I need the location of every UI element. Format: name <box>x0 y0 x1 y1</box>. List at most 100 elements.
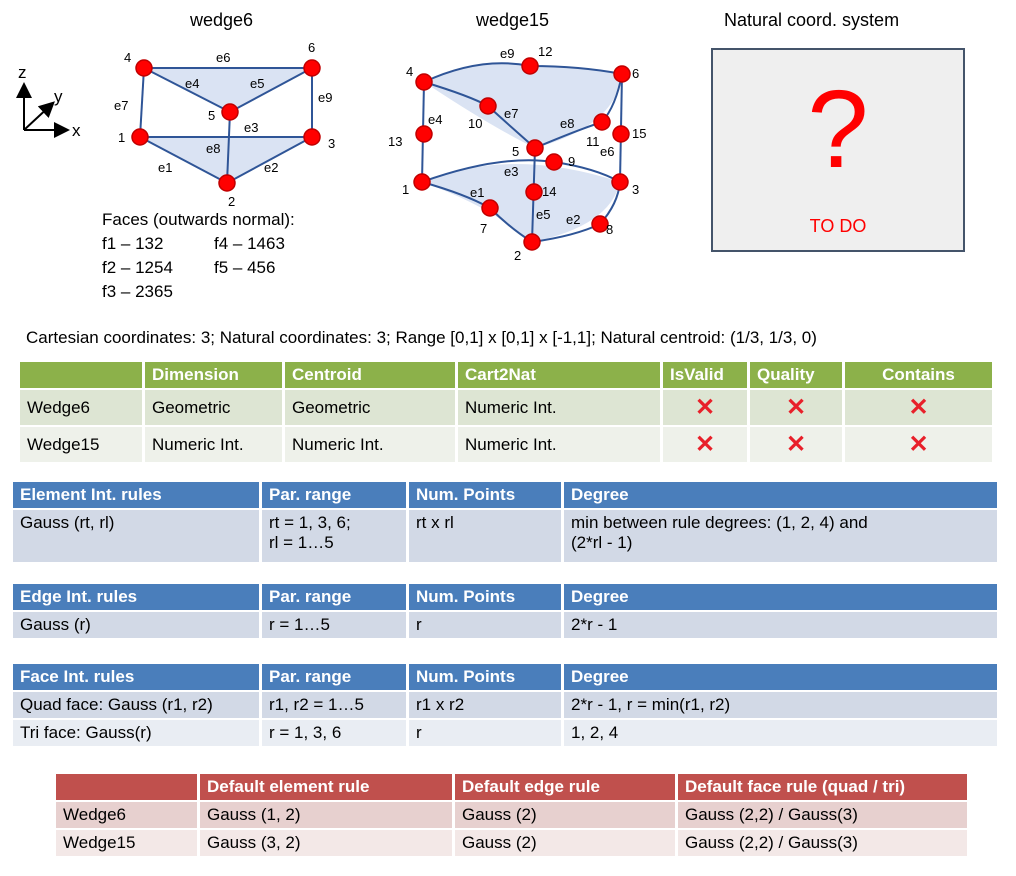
wedge15-edge-label: e5 <box>536 207 550 222</box>
wedge6-edge-label: e2 <box>264 160 278 175</box>
wedge6-node <box>135 59 153 77</box>
table-cell: Gauss (2,2) / Gauss(3) <box>678 830 967 856</box>
wedge15-node-label: 7 <box>480 221 487 236</box>
table-header: Par. range <box>262 482 406 508</box>
face-item: f1 – 132 <box>102 234 164 253</box>
wedge15-node <box>526 139 544 157</box>
wedge15-edge-label: e1 <box>470 185 484 200</box>
table-cell: Wedge6 <box>56 802 197 828</box>
natural-coord-placeholder: ? TO DO <box>711 48 965 252</box>
wedge15-node-label: 3 <box>632 182 639 197</box>
cross-icon: ✕ <box>663 427 747 462</box>
table-header: Edge Int. rules <box>13 584 259 610</box>
table-cell: r <box>409 612 561 638</box>
table-cell: r1 x r2 <box>409 692 561 718</box>
axes-icon: z y x <box>16 63 81 140</box>
axis-z-label: z <box>18 63 27 82</box>
face-item: f2 – 1254 <box>102 258 173 277</box>
table-cell: Numeric Int. <box>285 427 455 462</box>
table-header: IsValid <box>663 362 747 388</box>
face-item: f5 – 456 <box>214 258 276 277</box>
wedge6-bottom-face <box>140 137 312 183</box>
table-row: Gauss (rt, rl) rt = 1, 3, 6; rl = 1…5 rt… <box>13 510 997 562</box>
wedge15-edge-label: e6 <box>600 144 614 159</box>
table-cell: Tri face: Gauss(r) <box>13 720 259 746</box>
wedge6-faces: Faces (outwards normal): f1 – 132 f2 – 1… <box>102 208 295 304</box>
wedge6-top-face <box>144 68 312 112</box>
axis-x-label: x <box>72 121 81 140</box>
table-cell: Gauss (1, 2) <box>200 802 452 828</box>
table-cell: Geometric <box>285 390 455 425</box>
wedge6-node-label: 5 <box>208 108 215 123</box>
wedge6-node-label: 2 <box>228 194 235 209</box>
wedge6-edge-label: e7 <box>114 98 128 113</box>
wedge6-edge-label: e5 <box>250 76 264 91</box>
properties-table: Dimension Centroid Cart2Nat IsValid Qual… <box>17 360 995 464</box>
wedge15-node <box>521 57 539 75</box>
defaults-table: Default element rule Default edge rule D… <box>53 772 970 858</box>
wedge15-node-label: 13 <box>388 134 402 149</box>
wedge15-title: wedge15 <box>476 10 550 30</box>
wedge15-node <box>523 233 541 251</box>
table-header: Num. Points <box>409 482 561 508</box>
wedge15-node <box>415 125 433 143</box>
wedge6-edge-label: e1 <box>158 160 172 175</box>
wedge15-node-label: 11 <box>586 134 600 149</box>
table-header: Dimension <box>145 362 282 388</box>
wedge15-edge-label: e9 <box>500 46 514 61</box>
face-item: f4 – 1463 <box>214 234 285 253</box>
table-cell: r <box>409 720 561 746</box>
wedge15-node <box>611 173 629 191</box>
face-rules-table: Face Int. rules Par. range Num. Points D… <box>10 662 1000 748</box>
table-cell: Gauss (3, 2) <box>200 830 452 856</box>
cross-icon: ✕ <box>845 390 992 425</box>
wedge15-node-label: 12 <box>538 44 552 59</box>
wedge6-edge-label: e3 <box>244 120 258 135</box>
wedge15-node-label: 2 <box>514 248 521 263</box>
table-cell: 2*r - 1, r = min(r1, r2) <box>564 692 997 718</box>
table-cell: Quad face: Gauss (r1, r2) <box>13 692 259 718</box>
cross-icon: ✕ <box>663 390 747 425</box>
table-header: Degree <box>564 664 997 690</box>
table-row: Wedge15 Gauss (3, 2) Gauss (2) Gauss (2,… <box>56 830 967 856</box>
wedge6-node <box>221 103 239 121</box>
wedge6-node-label: 4 <box>124 50 131 65</box>
wedge6-edge-label: e8 <box>206 141 220 156</box>
face-item: f3 – 2365 <box>102 282 173 301</box>
table-header: Face Int. rules <box>13 664 259 690</box>
table-cell: Numeric Int. <box>145 427 282 462</box>
wedge15-edge-label: e3 <box>504 164 518 179</box>
wedge15-top-face <box>424 63 622 148</box>
wedge6-diagram: 1 2 3 4 5 6 e1 e2 e3 e4 e5 e6 e7 e8 e9 <box>114 40 335 209</box>
table-row: Wedge6 Gauss (1, 2) Gauss (2) Gauss (2,2… <box>56 802 967 828</box>
table-cell: Gauss (2,2) / Gauss(3) <box>678 802 967 828</box>
question-mark-icon: ? <box>807 68 869 191</box>
wedge15-node-label: 5 <box>512 144 519 159</box>
todo-label: TO DO <box>809 216 867 236</box>
wedge15-node-label: 15 <box>632 126 646 141</box>
cross-icon: ✕ <box>750 390 842 425</box>
faces-heading: Faces (outwards normal): <box>102 210 295 229</box>
wedge15-node <box>545 153 563 171</box>
wedge15-node-label: 8 <box>606 222 613 237</box>
wedge15-bottom-face <box>422 164 620 242</box>
table-header: Default edge rule <box>455 774 675 800</box>
table-cell: Wedge15 <box>56 830 197 856</box>
table-row: Wedge15 Numeric Int. Numeric Int. Numeri… <box>20 427 992 462</box>
wedge15-node <box>593 113 611 131</box>
table-cell: Wedge15 <box>20 427 142 462</box>
table-header: Num. Points <box>409 664 561 690</box>
table-cell: Numeric Int. <box>458 390 660 425</box>
table-cell: Gauss (2) <box>455 830 675 856</box>
wedge6-node <box>131 128 149 146</box>
wedge6-node <box>303 128 321 146</box>
wedge15-edge-label: e2 <box>566 212 580 227</box>
table-cell: Geometric <box>145 390 282 425</box>
table-header: Num. Points <box>409 584 561 610</box>
table-header: Degree <box>564 584 997 610</box>
wedge15-node <box>479 97 497 115</box>
wedge6-node <box>218 174 236 192</box>
table-header: Par. range <box>262 584 406 610</box>
table-cell-line: rl = 1…5 <box>269 533 334 552</box>
table-header: Element Int. rules <box>13 482 259 508</box>
